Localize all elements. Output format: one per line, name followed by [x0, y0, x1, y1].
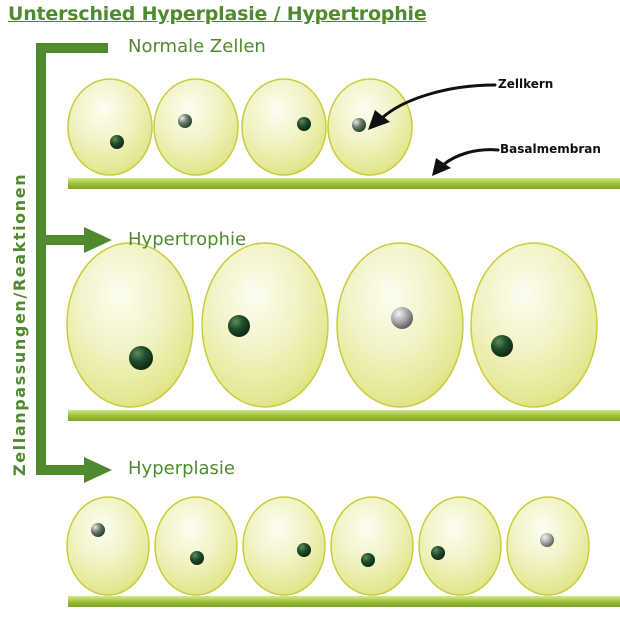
cell-nucleus	[361, 553, 375, 567]
cell	[330, 496, 414, 596]
cell-nucleus	[228, 315, 250, 337]
bracket-connector	[36, 43, 112, 483]
section-label-hypertrophie: Hypertrophie	[128, 229, 247, 250]
basal-membrane	[68, 596, 620, 607]
row-normale-zellen	[67, 78, 620, 189]
cell-nucleus	[91, 523, 105, 537]
cell-nucleus	[110, 135, 124, 149]
bracket-arrow-hypertrophie-shaft	[36, 235, 86, 245]
cell-nucleus	[431, 546, 445, 560]
bracket-vertical-bar	[36, 43, 46, 475]
arrow-right-icon	[84, 457, 112, 483]
cell-nucleus	[178, 114, 192, 128]
cell-nucleus	[190, 551, 204, 565]
cell-nucleus	[540, 533, 554, 547]
cell-nucleus	[297, 117, 311, 131]
cell	[153, 78, 239, 176]
cell	[66, 242, 194, 408]
page-title: Unterschied Hyperplasie / Hypertrophie	[8, 3, 427, 25]
basal-membrane	[68, 410, 620, 421]
arrowhead-icon	[432, 158, 451, 176]
annotation-arrows	[368, 83, 500, 176]
row-hypertrophie	[66, 242, 620, 421]
cell-nucleus	[491, 335, 513, 357]
cell	[154, 496, 238, 596]
membrane-pointer-arrow	[441, 148, 500, 167]
row-hyperplasie	[66, 496, 620, 607]
arrowhead-icon	[368, 110, 390, 130]
bracket-arrow-hyperplasie-shaft	[36, 465, 86, 475]
arrow-right-icon	[84, 227, 112, 253]
cell-nucleus	[391, 307, 413, 329]
cell	[470, 242, 598, 408]
annotation-zellkern: Zellkern	[498, 77, 554, 91]
cell	[66, 496, 150, 596]
cell	[418, 496, 502, 596]
section-label-normale-zellen: Normale Zellen	[128, 36, 266, 57]
cell	[242, 496, 326, 596]
cell-nucleus	[352, 118, 366, 132]
basal-membrane	[68, 178, 620, 189]
section-label-hyperplasie: Hyperplasie	[128, 458, 235, 479]
side-label: Zellanpassungen/Reaktionen	[10, 172, 29, 476]
cell-nucleus	[129, 346, 153, 370]
nucleus-pointer-arrow	[380, 83, 497, 120]
bracket-top-bar	[36, 43, 108, 53]
cell-nucleus	[297, 543, 311, 557]
cell	[201, 242, 329, 408]
cell	[241, 78, 327, 176]
annotation-basalmembran: Basalmembran	[500, 142, 601, 156]
cell	[67, 78, 153, 176]
